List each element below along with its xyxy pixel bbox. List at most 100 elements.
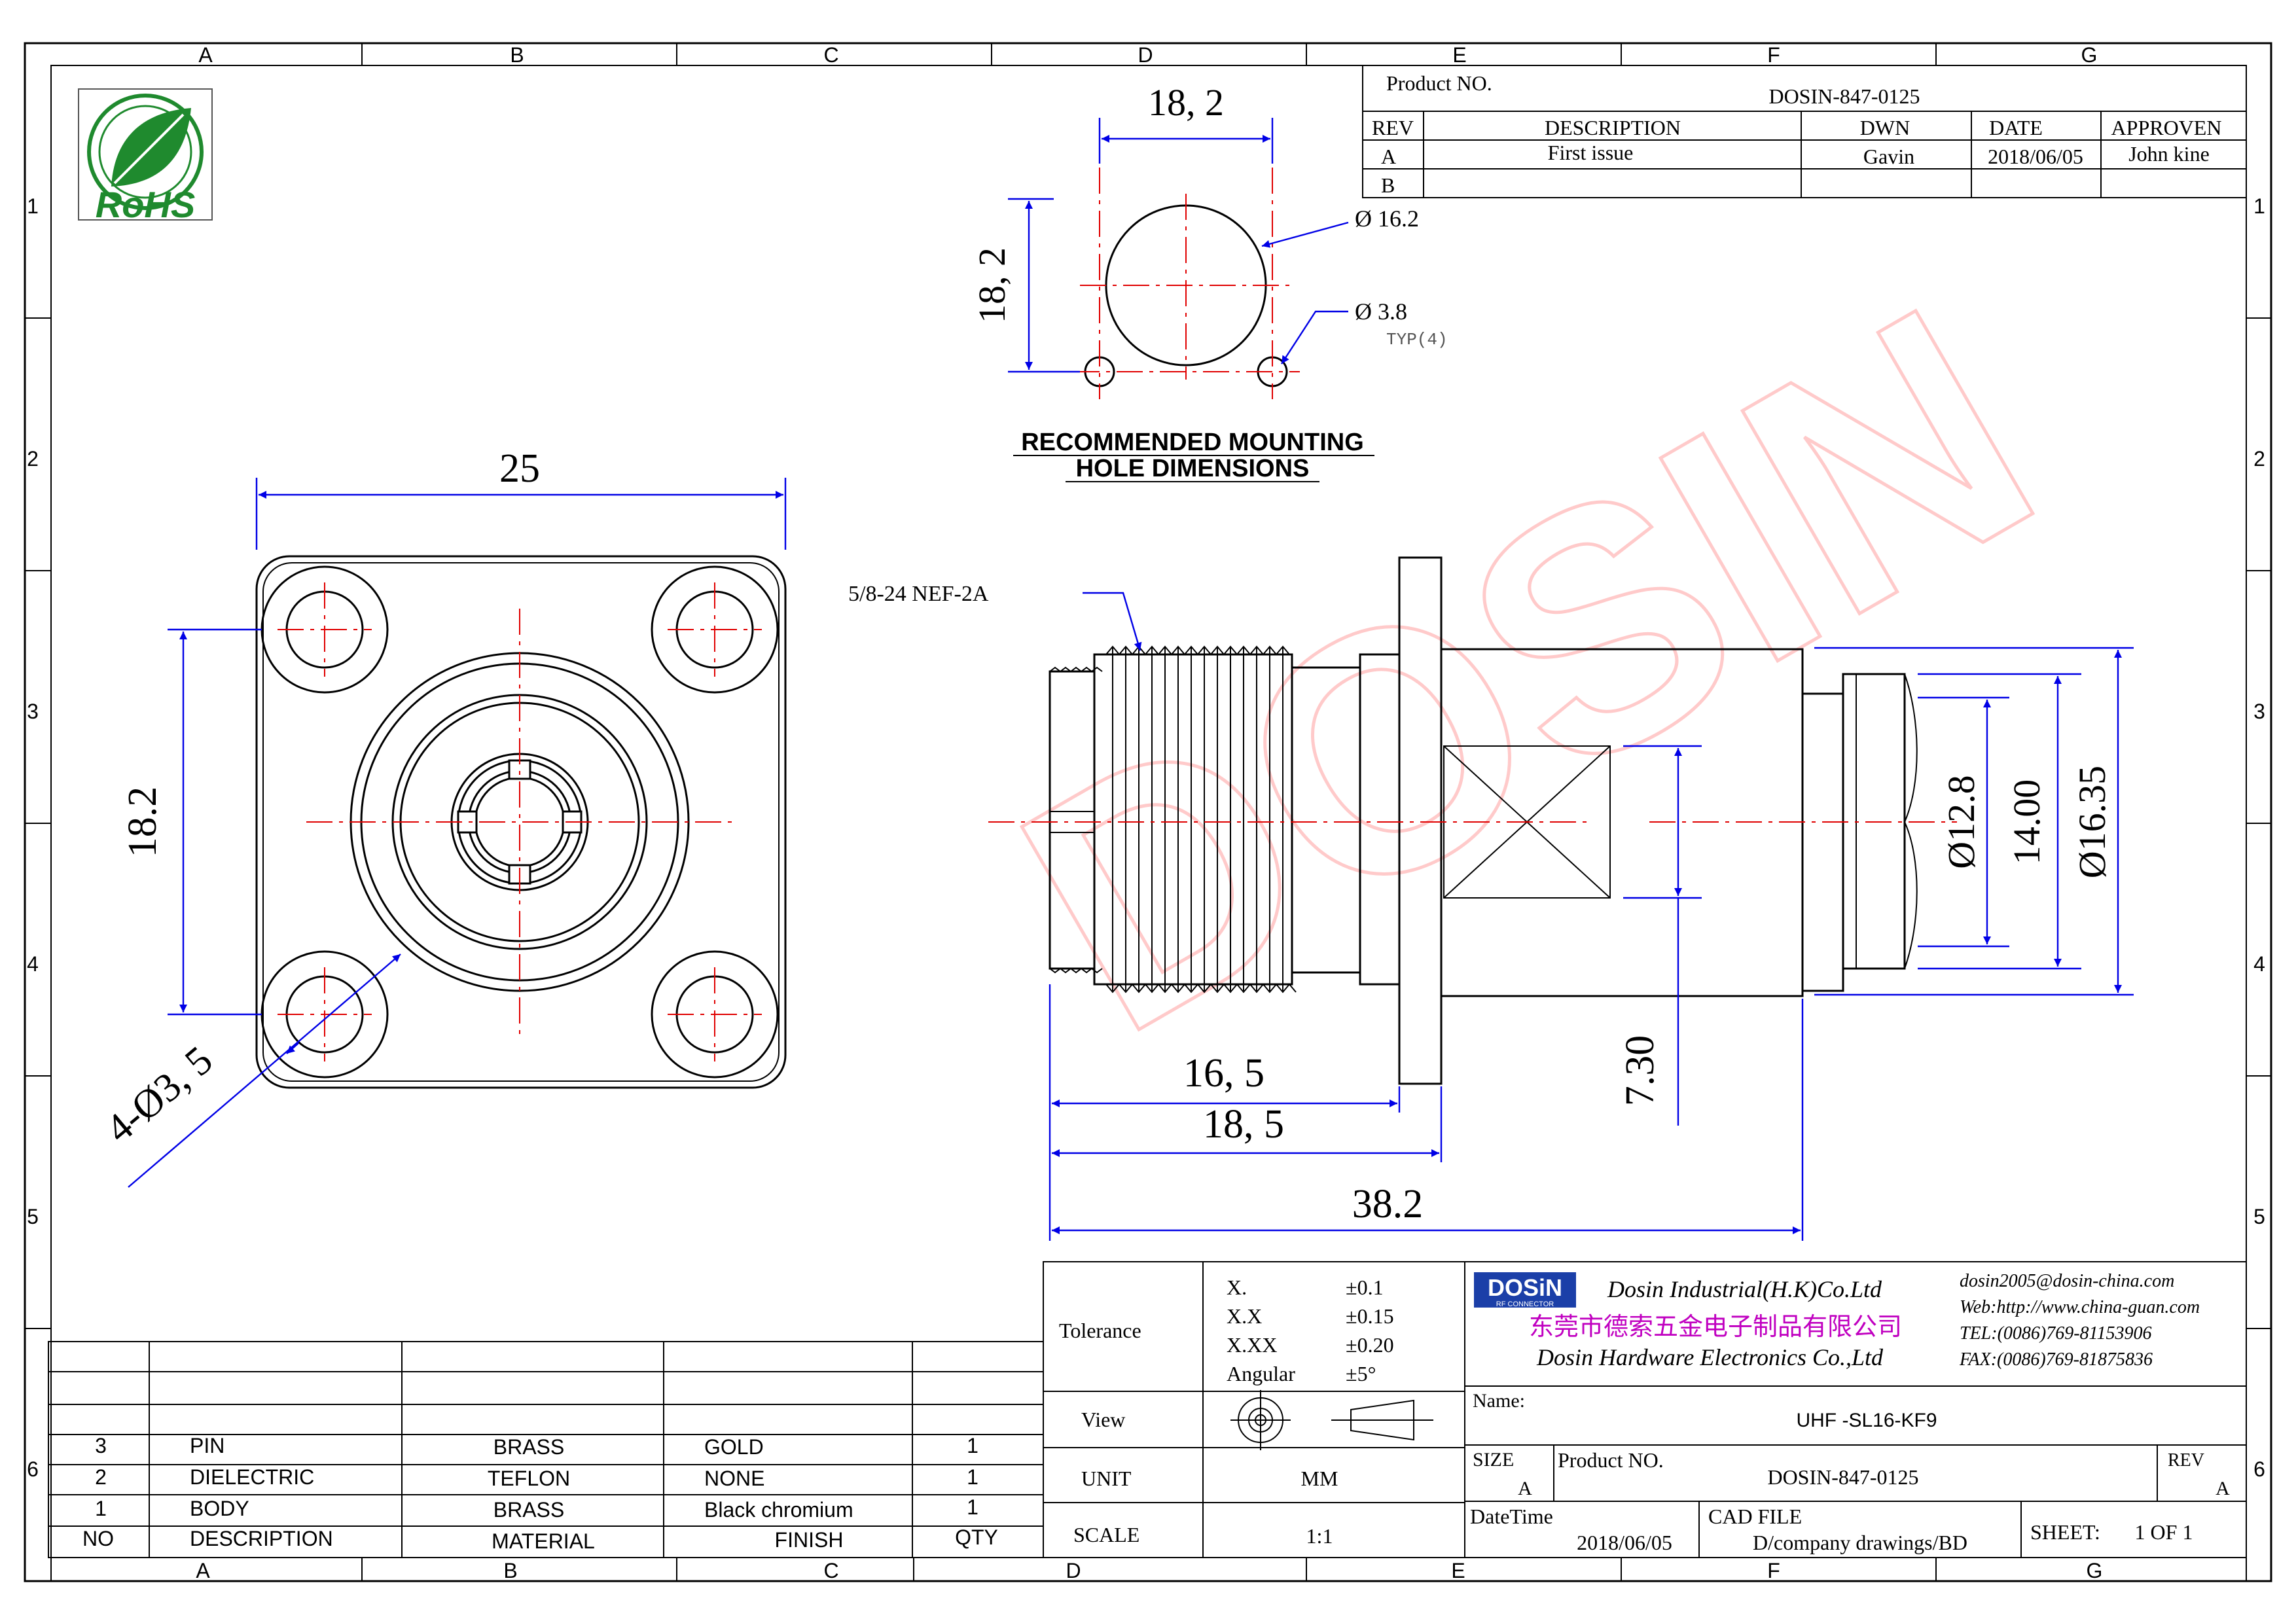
mounting-title-line1: RECOMMENDED MOUNTING bbox=[1021, 429, 1364, 456]
svg-text:1: 1 bbox=[967, 1434, 978, 1457]
scale-label: SCALE bbox=[1073, 1523, 1139, 1546]
cad-file-value: D/company drawings/BD bbox=[1753, 1531, 1967, 1554]
column-label: G bbox=[2087, 1559, 2103, 1582]
row-label: 3 bbox=[2253, 700, 2265, 723]
diameter-3: Ø16.35 bbox=[2071, 766, 2113, 878]
svg-text:±5°: ±5° bbox=[1346, 1362, 1376, 1385]
svg-text:BRASS: BRASS bbox=[493, 1498, 564, 1522]
svg-text:1: 1 bbox=[967, 1465, 978, 1489]
svg-text:Angular: Angular bbox=[1227, 1362, 1295, 1385]
row-label: 3 bbox=[27, 700, 39, 723]
unit-label: UNIT bbox=[1081, 1467, 1132, 1490]
svg-text:±0.1: ±0.1 bbox=[1346, 1275, 1384, 1299]
row-label: 1 bbox=[2253, 194, 2265, 218]
svg-text:MATERIAL: MATERIAL bbox=[492, 1529, 595, 1553]
svg-text:TEFLON: TEFLON bbox=[488, 1467, 570, 1490]
company-fax: FAX:(0086)769-81875836 bbox=[1959, 1349, 2153, 1370]
rohs-logo: RoHS bbox=[78, 88, 213, 225]
svg-text:Black chromium: Black chromium bbox=[704, 1498, 853, 1522]
bom-table: 3 PIN BRASS GOLD 1 2 DIELECTRIC TEFLON N… bbox=[48, 1341, 1044, 1558]
small-hole-diameter: Ø 3.8 bbox=[1355, 298, 1407, 325]
scale-value: 1:1 bbox=[1306, 1524, 1333, 1548]
svg-text:DATE: DATE bbox=[1989, 116, 2043, 139]
svg-text:RoHS: RoHS bbox=[96, 184, 195, 225]
cad-file-label: CAD FILE bbox=[1708, 1505, 1802, 1528]
row-label: 1 bbox=[27, 194, 39, 218]
product-no: DOSIN-847-0125 bbox=[1768, 84, 1920, 108]
svg-text:X.X: X.X bbox=[1227, 1304, 1262, 1328]
svg-text:NO: NO bbox=[82, 1527, 114, 1550]
small-hole-note: TYP(4) bbox=[1386, 330, 1448, 349]
svg-text:±0.15: ±0.15 bbox=[1346, 1304, 1394, 1328]
svg-text:John kine: John kine bbox=[2128, 142, 2210, 166]
column-label: F bbox=[1767, 43, 1780, 67]
column-label: A bbox=[198, 43, 213, 67]
row-label: 2 bbox=[2253, 447, 2265, 471]
size-value: A bbox=[1518, 1478, 1532, 1499]
mounting-title-line2: HOLE DIMENSIONS bbox=[1076, 455, 1310, 482]
company-tel: TEL:(0086)769-81153906 bbox=[1960, 1323, 2151, 1344]
front-view: 25 18.2 4-Ø3, 5 bbox=[98, 446, 787, 1188]
svg-text:RF CONNECTOR: RF CONNECTOR bbox=[1496, 1300, 1554, 1308]
svg-text:DIELECTRIC: DIELECTRIC bbox=[190, 1465, 314, 1489]
projection-symbol-icon bbox=[1230, 1390, 1433, 1450]
svg-text:FINISH: FINISH bbox=[775, 1528, 844, 1552]
svg-text:B: B bbox=[1381, 173, 1395, 197]
datetime-value: 2018/06/05 bbox=[1577, 1531, 1672, 1554]
flange-height: 7.30 bbox=[1618, 1035, 1662, 1107]
svg-text:First issue: First issue bbox=[1548, 141, 1634, 164]
column-label: D bbox=[1138, 43, 1153, 67]
revision-table: Product NO. DOSIN-847-0125 REV DESCRIPTI… bbox=[1362, 65, 2247, 198]
front-width: 25 bbox=[499, 446, 540, 491]
title-block: Tolerance X. ±0.1 X.X ±0.15 X.XX ±0.20 A… bbox=[1043, 1261, 2247, 1558]
svg-text:3: 3 bbox=[95, 1434, 107, 1457]
svg-text:DOSIN: DOSIN bbox=[965, 236, 2089, 1104]
svg-text:1: 1 bbox=[95, 1497, 107, 1520]
front-holes: 4-Ø3, 5 bbox=[98, 1038, 221, 1152]
column-label: E bbox=[1451, 1559, 1465, 1582]
front-hole-spacing: 18.2 bbox=[120, 787, 165, 858]
svg-text:GOLD: GOLD bbox=[704, 1435, 764, 1459]
svg-text:DESCRIPTION: DESCRIPTION bbox=[1545, 116, 1681, 139]
svg-text:DOSiN: DOSiN bbox=[1488, 1274, 1562, 1301]
company-web: Web:http://www.china-guan.com bbox=[1960, 1297, 2200, 1317]
diameter-1: Ø12.8 bbox=[1940, 775, 1982, 868]
thread-spec: 5/8-24 NEF-2A bbox=[848, 582, 989, 606]
rev-value: A bbox=[2215, 1478, 2230, 1499]
row-label: 4 bbox=[2253, 952, 2265, 976]
product-no-label: Product NO. bbox=[1386, 71, 1492, 95]
column-label: G bbox=[2081, 43, 2098, 67]
length-a: 16, 5 bbox=[1183, 1051, 1265, 1096]
column-label: C bbox=[823, 1559, 838, 1582]
part-name: UHF -SL16-KF9 bbox=[1796, 1410, 1937, 1431]
view-label: View bbox=[1081, 1408, 1125, 1431]
sheet-value: 1 OF 1 bbox=[2135, 1520, 2193, 1544]
svg-text:QTY: QTY bbox=[955, 1525, 998, 1549]
center-hole-diameter: Ø 16.2 bbox=[1355, 205, 1419, 232]
column-label: B bbox=[503, 1559, 517, 1582]
company-name-en2: Dosin Hardware Electronics Co.,Ltd bbox=[1536, 1344, 1884, 1370]
column-label: D bbox=[1066, 1559, 1081, 1582]
company-email: dosin2005@dosin-china.com bbox=[1960, 1271, 2174, 1291]
column-label: F bbox=[1767, 1559, 1780, 1582]
tolerance-label: Tolerance bbox=[1059, 1319, 1141, 1342]
svg-text:Gavin: Gavin bbox=[1863, 145, 1914, 168]
svg-text:DWN: DWN bbox=[1860, 116, 1910, 139]
company-name-en: Dosin Industrial(H.K)Co.Ltd bbox=[1607, 1276, 1882, 1302]
diameter-2: 14.00 bbox=[2005, 779, 2048, 865]
mounting-height: 18, 2 bbox=[971, 247, 1013, 323]
row-label: 6 bbox=[27, 1457, 39, 1481]
size-label: SIZE bbox=[1473, 1449, 1514, 1471]
svg-text:APPROVEN: APPROVEN bbox=[2111, 116, 2222, 139]
row-label: 2 bbox=[27, 447, 39, 471]
sheet-label: SHEET: bbox=[2030, 1520, 2100, 1544]
rev-label: REV bbox=[2168, 1450, 2204, 1471]
row-label: 5 bbox=[2253, 1205, 2265, 1228]
length-b: 18, 5 bbox=[1203, 1102, 1284, 1147]
product-no-label: Product NO. bbox=[1558, 1448, 1664, 1472]
row-label: 4 bbox=[27, 952, 39, 976]
dosin-logo: DOSiN RF CONNECTOR bbox=[1474, 1272, 1576, 1308]
column-label: E bbox=[1452, 43, 1466, 67]
svg-text:1: 1 bbox=[967, 1495, 978, 1519]
